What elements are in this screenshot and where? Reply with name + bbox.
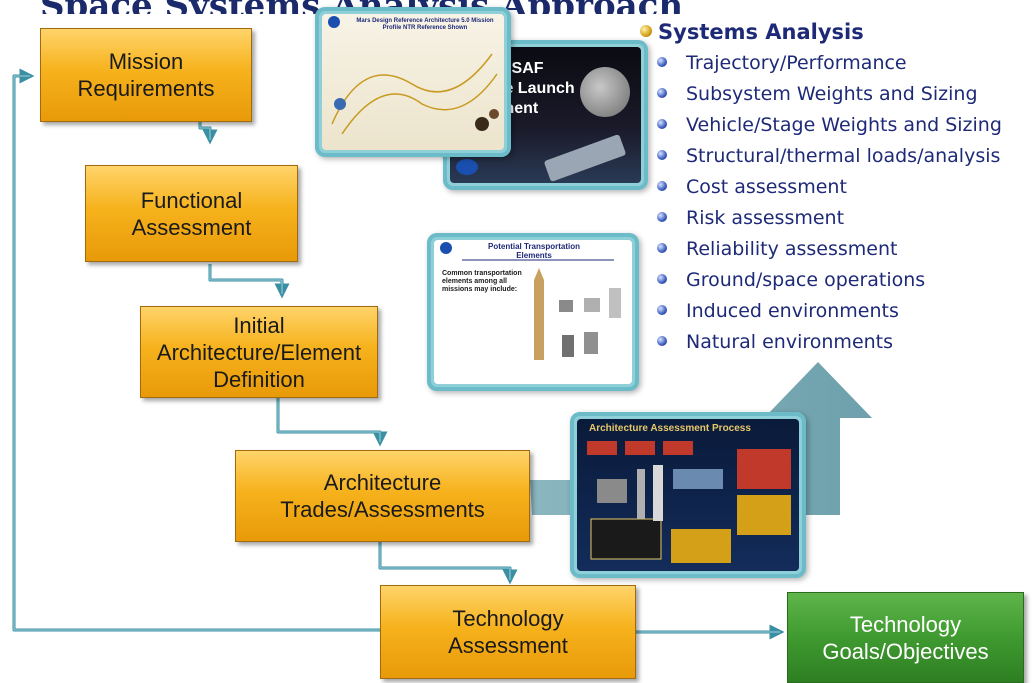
list-item-label: Reliability assessment [686,238,898,260]
bullet-icon [657,243,667,253]
assessment-process-thumbnail: Architecture Assessment Process [570,412,806,578]
bullet-icon [657,57,667,67]
list-item-label: Induced environments [686,300,899,322]
list-item-label: Trajectory/Performance [686,52,907,74]
technology-goals-box: Technology Goals/Objectives [787,592,1024,683]
transport-thumbnail-title: Potential Transportation Elements [487,242,580,260]
bullet-icon [657,181,667,191]
list-item-label: Natural environments [686,331,894,353]
transportation-elements-thumbnail: Potential Transportation Elements Common… [427,233,639,391]
bullet-icon [657,336,667,346]
list-item: Natural environments [653,331,1002,362]
bullet-icon [657,212,667,222]
list-item-label: Risk assessment [686,207,845,229]
process-diagram-graphics [587,441,791,563]
mission-profile-diagram [328,16,499,135]
list-item-label: Structural/thermal loads/analysis [686,145,1001,167]
list-item: Vehicle/Stage Weights and Sizing [653,114,1002,145]
bullet-icon [657,119,667,129]
connector-3 [276,398,388,447]
initial-architecture-box: Initial Architecture/Element Definition [140,306,378,398]
moon-image [580,67,630,117]
list-item: Trajectory/Performance [653,52,1002,83]
mars-thumbnail-caption: Mars Design Reference Architecture 5.0 M… [356,18,494,31]
transport-thumbnail-text: Common transportation elements among all… [442,270,522,293]
systems-analysis-title: Systems Analysis [658,20,864,44]
transport-elements-graphics [440,242,621,360]
usaf-thumbnail-title: USAF le Launch ment [500,60,575,117]
list-item-label: Cost assessment [686,176,847,198]
list-item-label: Subsystem Weights and Sizing [686,83,978,105]
list-item: Subsystem Weights and Sizing [653,83,1002,114]
bullet-icon [657,305,667,315]
list-item: Cost assessment [653,176,1002,207]
main-bullet-icon [640,25,652,37]
list-item: Structural/thermal loads/analysis [653,145,1002,176]
mars-mission-thumbnail: Mars Design Reference Architecture 5.0 M… [315,7,511,157]
bullet-icon [657,274,667,284]
list-item: Ground/space operations [653,269,1002,300]
nasa-logo-icon [456,159,478,175]
architecture-trades-box: Architecture Trades/Assessments [235,450,530,542]
big-up-arrow [530,362,872,515]
functional-assessment-box: Functional Assessment [85,165,298,262]
connector-2 [208,264,290,299]
connector-4 [378,542,518,585]
bullet-icon [657,150,667,160]
list-item: Reliability assessment [653,238,1002,269]
mission-requirements-box: Mission Requirements [40,28,252,122]
shuttle-image [543,133,627,183]
list-item-label: Vehicle/Stage Weights and Sizing [686,114,1002,136]
systems-analysis-list: Trajectory/Performance Subsystem Weights… [653,52,1002,362]
list-item-label: Ground/space operations [686,269,926,291]
list-item: Induced environments [653,300,1002,331]
connector-1 [198,122,218,145]
technology-assessment-box: Technology Assessment [380,585,636,679]
process-thumbnail-title: Architecture Assessment Process [589,423,751,434]
bullet-icon [657,88,667,98]
list-item: Risk assessment [653,207,1002,238]
